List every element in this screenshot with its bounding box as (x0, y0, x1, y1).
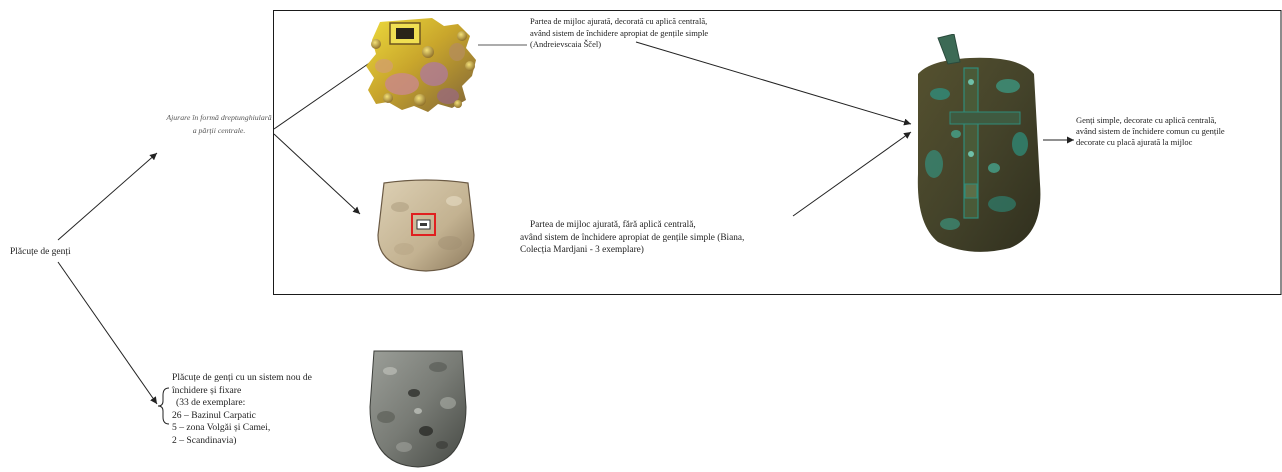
top-branch-line: a părții centrale. (166, 124, 272, 137)
arrow-decorated-to-bag (636, 42, 911, 124)
new-system-plaque-photo (368, 347, 468, 469)
root-label: Plăcuțe de genți (10, 246, 71, 258)
caption-line: închidere și fixare (172, 385, 312, 398)
caption-line: având sistem de închidere apropiat de ge… (520, 232, 744, 245)
top-branch-line: Ajurare în formă dreptunghiulară (166, 111, 272, 124)
caption-line: (Andreievscaia Ščel) (530, 39, 708, 51)
caption-line: 26 – Bazinul Carpatic (172, 410, 312, 423)
caption-line: (33 de exemplare: (172, 397, 312, 410)
caption-line: 2 – Scandinavia) (172, 435, 312, 448)
simple-bag-photo (910, 34, 1046, 256)
top-branch-label: Ajurare în formă dreptunghiulară a părți… (166, 111, 272, 137)
caption-line: având sistem de închidere apropiat de ge… (530, 28, 708, 40)
plain-plaque-caption: Partea de mijloc ajurată, fără aplică ce… (520, 219, 744, 257)
result-caption: Genți simple, decorate cu aplică central… (1076, 115, 1225, 148)
bottom-branch-caption: Plăcuțe de genți cu un sistem nou de înc… (172, 372, 312, 448)
caption-line: Plăcuțe de genți cu un sistem nou de (172, 372, 312, 385)
caption-line: Partea de mijloc ajurată, decorată cu ap… (530, 16, 708, 28)
caption-line: Partea de mijloc ajurată, fără aplică ce… (520, 219, 744, 232)
caption-line: decorate cu placă ajurată la mijloc (1076, 137, 1225, 148)
arrow-root-to-top-branch (58, 153, 157, 240)
decorated-plaque-caption: Partea de mijloc ajurată, decorată cu ap… (530, 16, 708, 51)
arrow-to-plain-plaque (274, 134, 360, 214)
brace (158, 388, 169, 424)
decorated-plaque-photo (362, 14, 482, 116)
caption-line: Genți simple, decorate cu aplică central… (1076, 115, 1225, 126)
caption-line: 5 – zona Volgăi și Camei, (172, 422, 312, 435)
plain-plaque-photo (374, 177, 478, 273)
arrow-root-to-bottom-branch (58, 262, 157, 404)
arrow-plain-to-bag (793, 132, 911, 216)
caption-line: având sistem de închidere comun cu genți… (1076, 126, 1225, 137)
caption-line: Colecția Mardjani - 3 exemplare) (520, 244, 744, 257)
